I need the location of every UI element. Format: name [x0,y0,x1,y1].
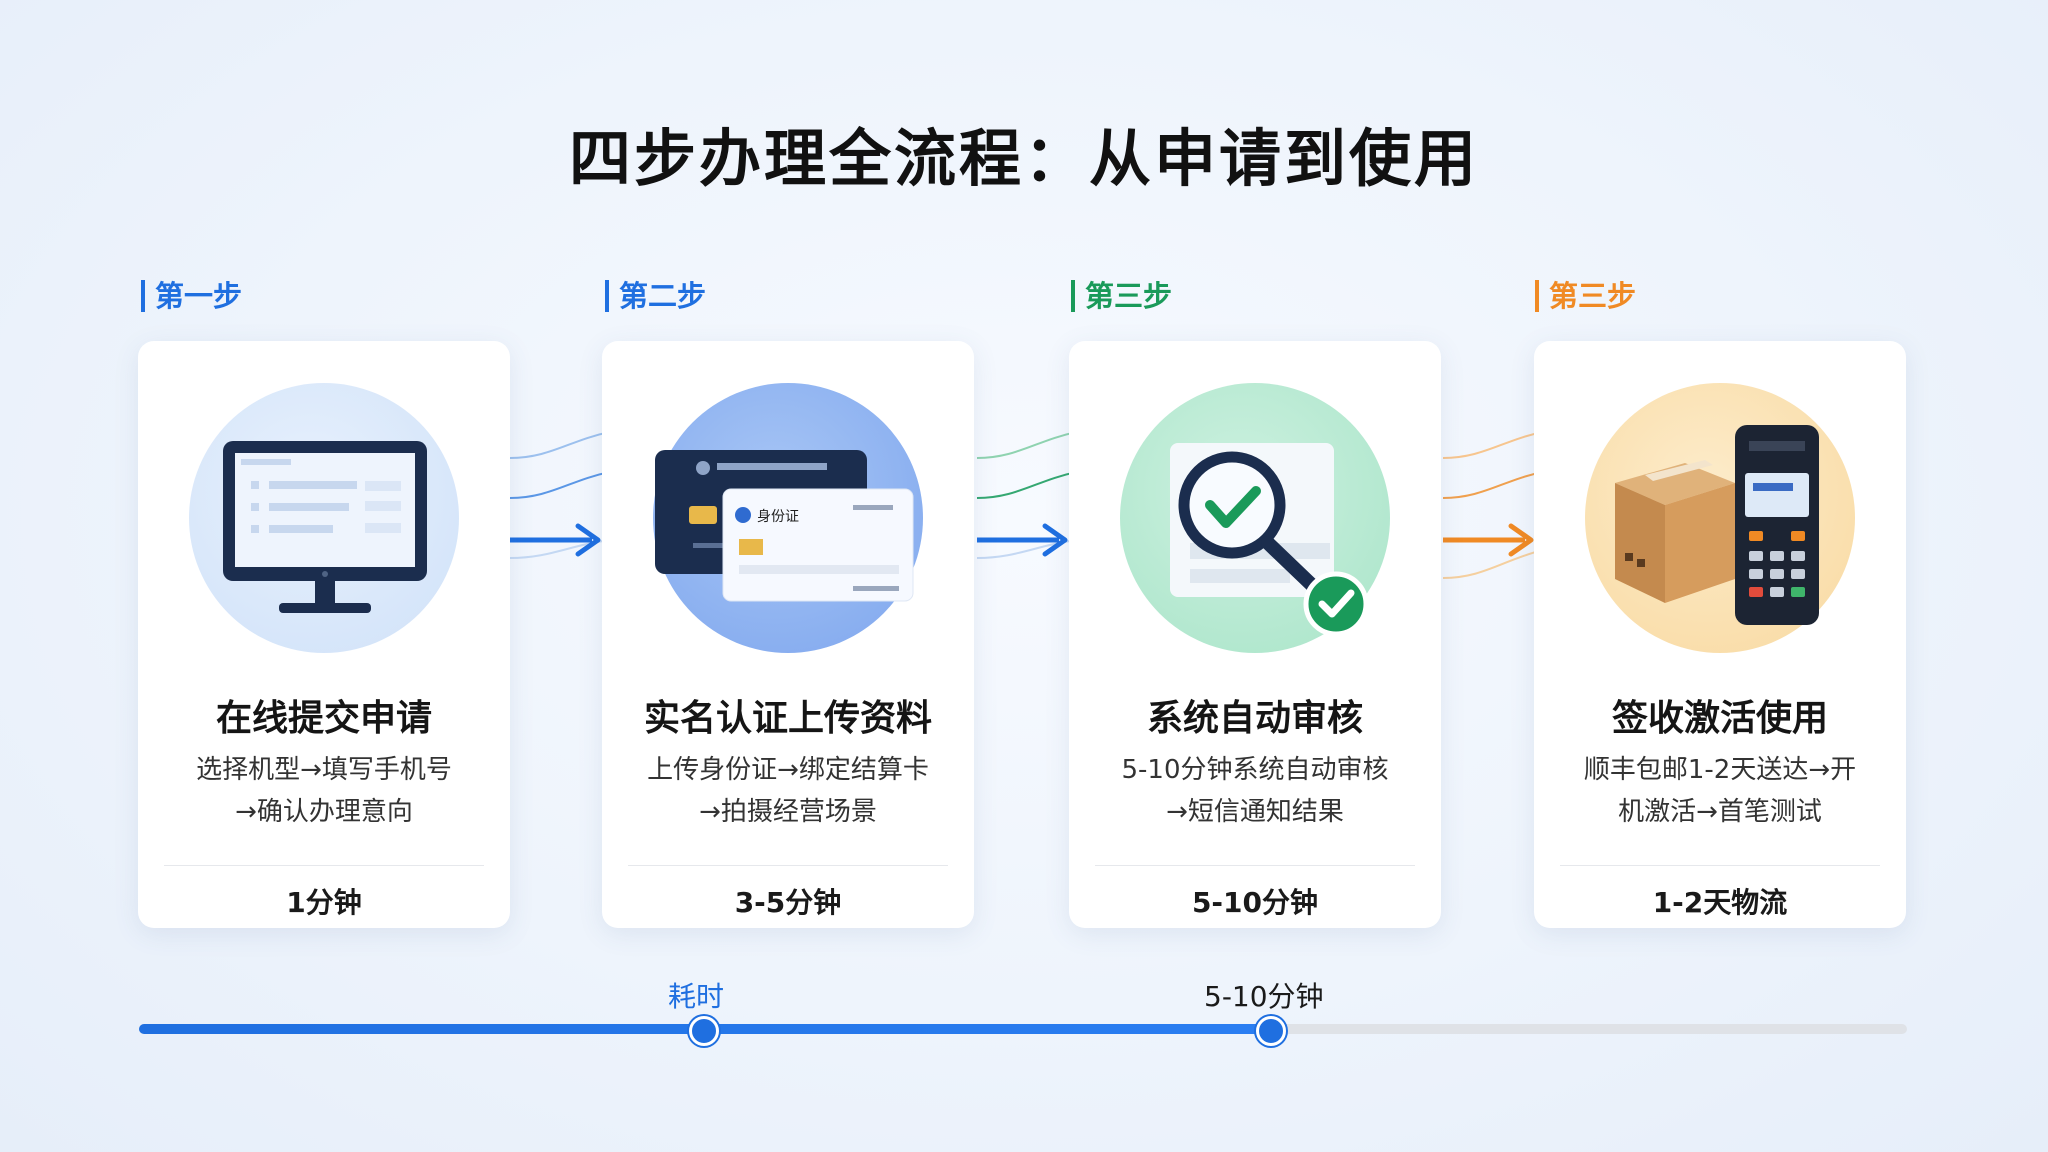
step-2-label: 第二步 [605,280,706,312]
step-3-illustration [1120,383,1390,653]
timeline-label-right: 5-10分钟 [1204,980,1324,1013]
step-3-label: 第三步 [1071,280,1172,312]
monitor-icon [223,441,427,613]
step-1-description: 选择机型→填写手机号 →确认办理意向 [196,755,452,827]
step-1-label: 第一步 [141,280,242,312]
id-card-text: 身份证 [757,509,799,525]
step-4-label: 第三步 [1535,280,1636,312]
step-1-title: 在线提交申请 [215,698,432,739]
step-4-time: 1-2天物流 [1652,886,1788,919]
timeline-marker-1 [689,1016,719,1046]
package-pos-icon [1615,425,1819,625]
step-2-title: 实名认证上传资料 [643,698,932,739]
timeline-marker-2 [1256,1016,1286,1046]
divider [1095,865,1415,866]
step-2-time: 3-5分钟 [734,886,842,919]
step-3-title: 系统自动审核 [1146,698,1363,739]
divider [1560,865,1880,866]
step-card-4: 签收激活使用 顺丰包邮1-2天送达→开 机激活→首笔测试 1-2天物流 [1534,341,1906,928]
connector-arrow-2 [977,431,1077,559]
step-card-3: 系统自动审核 5-10分钟系统自动审核 →短信通知结果 5-10分钟 [1069,341,1441,928]
id-card-icon: 身份证 [655,450,914,602]
page-title: 四步办理全流程：从申请到使用 [568,122,1479,195]
connector-arrow-3 [1443,431,1543,579]
divider [628,865,948,866]
step-4-title: 签收激活使用 [1611,698,1828,739]
divider [164,865,484,866]
step-card-2: 身份证 实名认证上传资料 上传身份证→绑定结算卡 →拍摄经营场景 3-5分钟 [602,341,974,928]
step-2-description: 上传身份证→绑定结算卡 →拍摄经营场景 [647,755,929,827]
step-2-illustration: 身份证 [653,383,923,653]
step-card-1: 在线提交申请 选择机型→填写手机号 →确认办理意向 1分钟 [138,341,510,928]
step-1-illustration [189,383,459,653]
step-1-time: 1分钟 [286,886,362,919]
connector-arrow-1 [510,431,610,559]
step-3-time: 5-10分钟 [1191,886,1319,919]
step-4-description: 顺丰包邮1-2天送达→开 机激活→首笔测试 [1583,755,1857,827]
magnifier-check-icon [1170,443,1369,637]
step-4-illustration [1585,383,1855,653]
step-3-description: 5-10分钟系统自动审核 →短信通知结果 [1121,755,1389,827]
timeline-label-left: 耗时 [668,980,725,1013]
